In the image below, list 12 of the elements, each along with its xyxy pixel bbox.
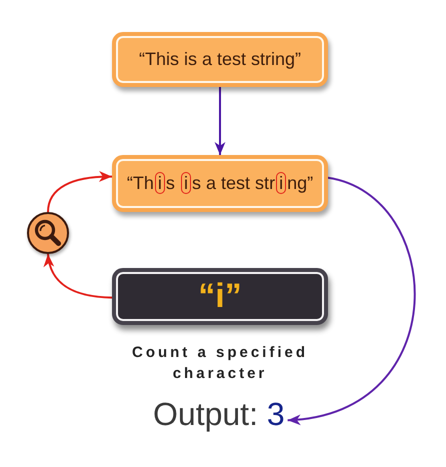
character-box bbox=[112, 268, 328, 325]
output-text: Output: 3 bbox=[153, 396, 285, 433]
arrow bbox=[44, 254, 112, 299]
arrow bbox=[214, 87, 226, 155]
character-text: “i” bbox=[198, 276, 242, 318]
string-box bbox=[112, 32, 328, 87]
caption-text: Count a specified character bbox=[130, 343, 310, 384]
string-text: “This is a test string” bbox=[138, 48, 302, 71]
string-box bbox=[112, 155, 328, 212]
search-icon bbox=[27, 212, 69, 254]
arrow bbox=[288, 176, 416, 424]
arrow bbox=[47, 171, 112, 212]
